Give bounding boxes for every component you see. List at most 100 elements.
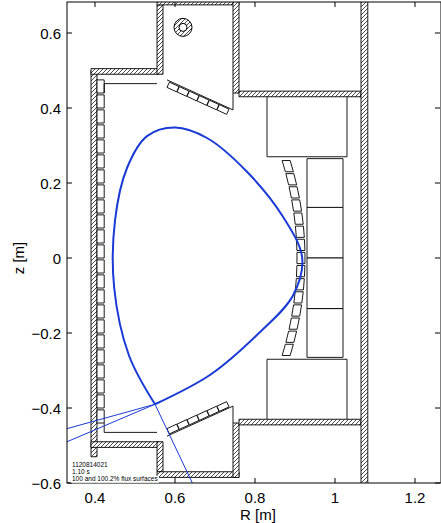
tick-mark: [67, 183, 72, 184]
tick-mark: [435, 333, 440, 334]
tick-marks: [67, 2, 440, 483]
tick-mark: [67, 258, 72, 259]
tick-mark: [67, 483, 72, 484]
port-wall: [233, 423, 239, 477]
tick-label: 0.4: [85, 490, 106, 505]
limiter-tile: [292, 305, 302, 316]
inner-wall-tile: [97, 260, 104, 273]
divertor-tile: [217, 105, 229, 115]
antenna-box: [307, 309, 343, 358]
tick-label: 0.6: [165, 490, 186, 505]
chamber-line: [104, 423, 105, 432]
inner-wall-tile: [97, 395, 104, 408]
limiter-tile: [286, 174, 297, 185]
port-roof: [157, 472, 239, 478]
axis-label: R [m]: [240, 507, 276, 522]
port-wall: [233, 2, 239, 93]
divertor-plate: [167, 80, 233, 110]
inner-wall-tile: [97, 380, 104, 393]
inner-wall-tile: [97, 335, 104, 348]
annotation: 1120814021: [71, 462, 109, 469]
limiter-tile: [295, 226, 304, 237]
tick-mark: [435, 258, 440, 259]
tick-mark: [415, 478, 416, 483]
port-box: [267, 97, 347, 157]
inner-wall-tile: [97, 320, 104, 333]
divertor-plate: [167, 406, 233, 436]
chamber-roof: [239, 419, 361, 425]
chamber-roof: [239, 91, 361, 97]
vessel-drawing: [67, 2, 368, 483]
port-wall: [157, 442, 163, 472]
axis-label: z [m]: [11, 242, 26, 275]
inner-wall-tile: [97, 140, 104, 153]
inner-wall-tile: [97, 245, 104, 258]
separatrix-leg: [67, 404, 155, 442]
divertor-plate: [233, 93, 234, 110]
inner-wall-tile: [97, 215, 104, 228]
tick-label: −0.2: [31, 326, 61, 341]
inner-wall-tile: [97, 305, 104, 318]
inner-wall-tile: [97, 95, 104, 108]
plasma-boundary: [113, 127, 303, 404]
coil: [179, 23, 187, 31]
inner-wall-tile: [97, 410, 104, 423]
tick-label: 1.2: [405, 490, 426, 505]
port-box: [267, 359, 347, 419]
coil: [174, 18, 192, 36]
divertor-tile: [217, 402, 229, 412]
inner-wall-tile: [97, 230, 104, 243]
port-wall: [157, 5, 163, 74]
limiter-tile: [282, 344, 293, 355]
limiter-tile: [289, 187, 299, 198]
chamber-line: [104, 432, 157, 433]
tick-label: 0.2: [40, 176, 61, 191]
tick-mark: [255, 478, 256, 483]
tick-label: 0.8: [245, 490, 266, 505]
limiter-tile: [282, 161, 293, 172]
port-floor: [91, 442, 159, 448]
tick-mark: [335, 2, 336, 7]
tick-label: −0.4: [31, 401, 61, 416]
inner-wall-tile: [97, 110, 104, 123]
tick-mark: [255, 2, 256, 7]
tick-mark: [435, 408, 440, 409]
tick-mark: [175, 2, 176, 7]
chamber-line: [104, 83, 157, 84]
inner-wall-tile: [97, 365, 104, 378]
inner-wall-tile: [97, 275, 104, 288]
inner-wall-tile: [97, 290, 104, 303]
tick-mark: [175, 478, 176, 483]
tick-mark: [335, 478, 336, 483]
inner-wall-tile: [97, 170, 104, 183]
annotation: 100 and 100.2% flux surfaces: [71, 476, 159, 483]
inner-wall-tile: [97, 200, 104, 213]
annotation: 1.10 s: [71, 469, 91, 476]
inner-wall-tile: [97, 125, 104, 138]
limiter-tile: [294, 213, 303, 224]
tick-mark: [67, 33, 72, 34]
limiter-tile: [294, 292, 303, 303]
divertor-plate: [233, 406, 234, 423]
tick-label: 0.6: [40, 26, 61, 41]
tick-mark: [67, 333, 72, 334]
limiter-tile: [289, 318, 299, 329]
port-floor: [91, 69, 159, 75]
inner-wall: [91, 71, 97, 457]
inner-wall-tile: [97, 155, 104, 168]
separatrix-leg: [67, 404, 155, 428]
chamber-line: [104, 84, 105, 93]
inner-wall-tile: [97, 350, 104, 363]
antenna-box: [307, 258, 343, 309]
outer-wall: [361, 2, 368, 483]
tick-mark: [415, 2, 416, 7]
inner-wall-tile: [97, 80, 104, 93]
tick-label: 1: [331, 490, 339, 505]
limiter-tile: [286, 331, 297, 342]
antenna-box: [307, 159, 343, 208]
tick-mark: [435, 483, 440, 484]
tick-label: −0.6: [31, 476, 61, 491]
antenna-box: [307, 207, 343, 258]
